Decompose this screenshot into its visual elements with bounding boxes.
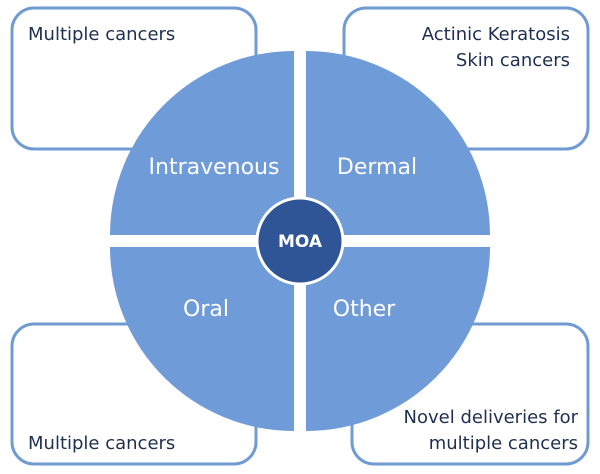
quadrant-label-other: Other bbox=[333, 297, 396, 322]
quadrant-bottom-right bbox=[306, 247, 490, 431]
quadrant-bottom-left bbox=[110, 247, 294, 431]
quadrant-label-dermal: Dermal bbox=[337, 155, 417, 180]
center-moa-label: MOA bbox=[278, 232, 323, 252]
box-top-right-line-2: Skin cancers bbox=[456, 50, 570, 71]
box-bottom-right-line-1: Novel deliveries for bbox=[404, 407, 579, 428]
box-top-left-line-1: Multiple cancers bbox=[28, 24, 175, 45]
quadrant-top-right bbox=[306, 51, 490, 235]
box-bottom-right-line-2: multiple cancers bbox=[429, 433, 578, 454]
moa-circle bbox=[110, 51, 490, 431]
box-bottom-left-line-1: Multiple cancers bbox=[28, 433, 175, 454]
quadrant-label-oral: Oral bbox=[183, 297, 229, 322]
center-moa-circle bbox=[255, 196, 345, 286]
quadrant-top-left bbox=[110, 51, 294, 235]
quadrant-label-intravenous: Intravenous bbox=[149, 155, 280, 180]
box-top-right-line-1: Actinic Keratosis bbox=[422, 24, 570, 45]
